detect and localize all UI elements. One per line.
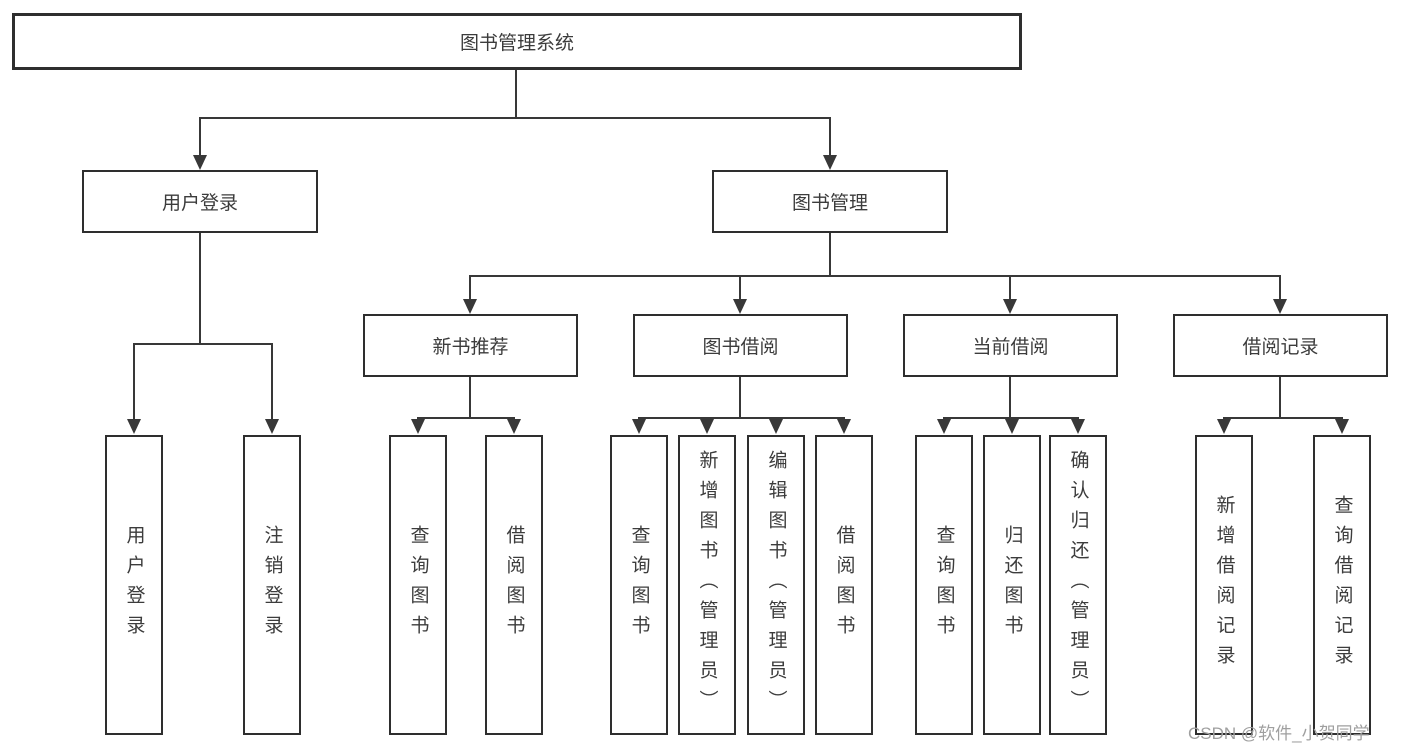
leaf-query-borrow-record: 查询借阅记录 (1313, 435, 1371, 735)
arrowhead-down-icon (193, 155, 207, 170)
leaf-borrow-book-recommend: 借阅图书 (485, 435, 543, 735)
leaf-query-book-borrow: 查询图书 (610, 435, 668, 735)
leaf-label: 注销登录 (261, 525, 283, 645)
arrowhead-down-icon (700, 419, 714, 434)
connector-line (469, 275, 1281, 277)
leaf-confirm-return-admin: 确认归还（管理员） (1049, 435, 1107, 735)
connector-line (1223, 417, 1343, 419)
leaf-user-login: 用户登录 (105, 435, 163, 735)
arrowhead-down-icon (837, 419, 851, 434)
arrowhead-down-icon (463, 299, 477, 314)
node-root-label: 图书管理系统 (459, 33, 574, 54)
leaf-query-book-current: 查询图书 (915, 435, 973, 735)
arrowhead-down-icon (507, 419, 521, 434)
leaf-query-book-recommend: 查询图书 (389, 435, 447, 735)
leaf-edit-book-admin: 编辑图书（管理员） (747, 435, 805, 735)
node-new-book-recommend-label: 新书推荐 (432, 337, 509, 358)
node-book-borrow-label: 图书借阅 (702, 337, 779, 358)
arrowhead-down-icon (937, 419, 951, 434)
node-book-management: 图书管理 (712, 170, 948, 233)
connector-line (271, 343, 273, 420)
node-user-login: 用户登录 (82, 170, 318, 233)
connector-line (133, 343, 273, 345)
connector-line (515, 68, 517, 119)
connector-line (469, 275, 471, 301)
leaf-add-borrow-record: 新增借阅记录 (1195, 435, 1253, 735)
leaf-label: 查询借阅记录 (1331, 495, 1353, 675)
connector-line (133, 343, 135, 420)
leaf-label: 新增图书（管理员） (696, 450, 718, 720)
arrowhead-down-icon (1273, 299, 1287, 314)
arrowhead-down-icon (769, 419, 783, 434)
leaf-logout: 注销登录 (243, 435, 301, 735)
csdn-watermark: CSDN @软件_小贺同学 (1188, 724, 1370, 743)
arrowhead-down-icon (127, 419, 141, 434)
arrowhead-down-icon (823, 155, 837, 170)
leaf-label: 查询图书 (933, 525, 955, 645)
node-book-borrow: 图书借阅 (633, 314, 848, 377)
arrowhead-down-icon (1071, 419, 1085, 434)
arrowhead-down-icon (411, 419, 425, 434)
arrowhead-down-icon (632, 419, 646, 434)
connector-line (829, 117, 831, 157)
leaf-label: 新增借阅记录 (1213, 495, 1235, 675)
connector-line (199, 231, 201, 345)
connector-line (199, 117, 201, 157)
node-current-borrow-label: 当前借阅 (972, 337, 1049, 358)
node-new-book-recommend: 新书推荐 (363, 314, 578, 377)
connector-line (199, 117, 831, 119)
leaf-label: 查询图书 (407, 525, 429, 645)
node-root: 图书管理系统 (12, 13, 1022, 70)
connector-line (638, 417, 845, 419)
leaf-label: 用户登录 (123, 525, 145, 645)
connector-line (1279, 275, 1281, 301)
node-borrow-record: 借阅记录 (1173, 314, 1388, 377)
connector-line (1009, 375, 1011, 419)
leaf-label: 编辑图书（管理员） (765, 450, 787, 720)
leaf-label: 归还图书 (1001, 525, 1023, 645)
connector-line (1009, 275, 1011, 301)
leaf-label: 查询图书 (628, 525, 650, 645)
node-borrow-record-label: 借阅记录 (1242, 337, 1319, 358)
connector-line (739, 375, 741, 419)
arrowhead-down-icon (1005, 419, 1019, 434)
leaf-label: 确认归还（管理员） (1067, 450, 1089, 720)
connector-line (943, 417, 1079, 419)
arrowhead-down-icon (265, 419, 279, 434)
node-user-login-label: 用户登录 (161, 193, 238, 214)
node-book-management-label: 图书管理 (791, 193, 868, 214)
leaf-return-book: 归还图书 (983, 435, 1041, 735)
leaf-borrow-book: 借阅图书 (815, 435, 873, 735)
connector-line (829, 231, 831, 277)
leaf-label: 借阅图书 (503, 525, 525, 645)
connector-line (417, 417, 515, 419)
leaf-label: 借阅图书 (833, 525, 855, 645)
arrowhead-down-icon (1217, 419, 1231, 434)
node-current-borrow: 当前借阅 (903, 314, 1118, 377)
arrowhead-down-icon (733, 299, 747, 314)
arrowhead-down-icon (1003, 299, 1017, 314)
connector-line (469, 375, 471, 419)
arrowhead-down-icon (1335, 419, 1349, 434)
connector-line (1279, 375, 1281, 419)
leaf-add-book-admin: 新增图书（管理员） (678, 435, 736, 735)
connector-line (739, 275, 741, 301)
